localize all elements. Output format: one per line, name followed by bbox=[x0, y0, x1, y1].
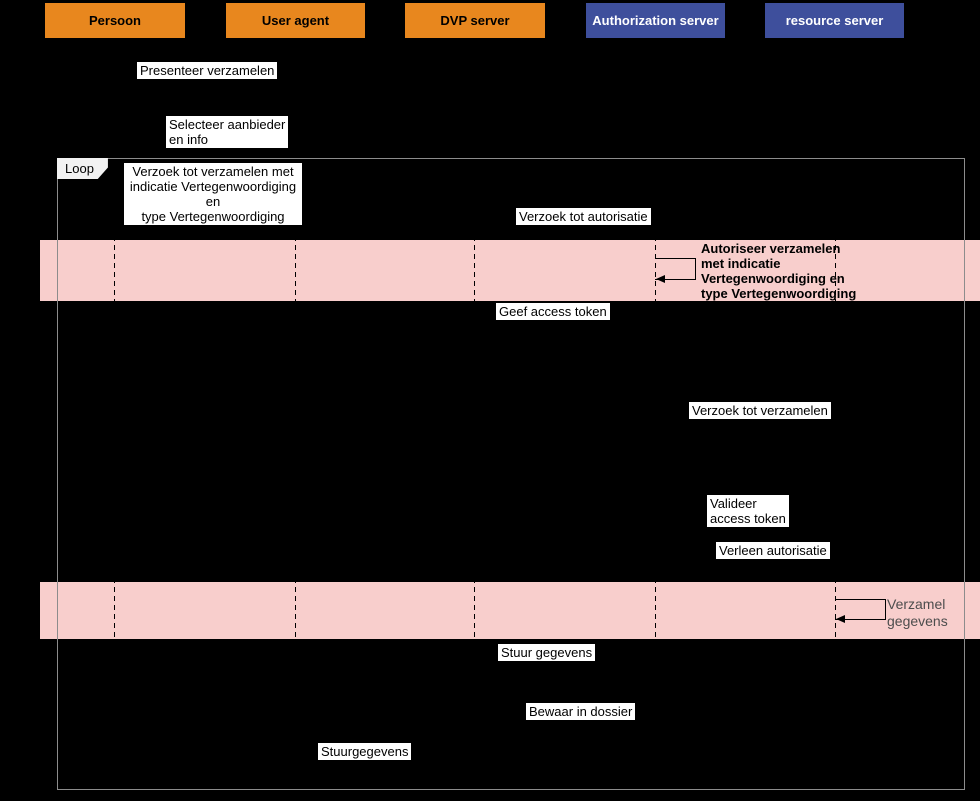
loop-fragment-label: Loop bbox=[57, 158, 108, 179]
actor-persoon: Persoon bbox=[45, 3, 185, 38]
message-autoriseer-verzamelen: Autoriseer verzamelen met indicatie Vert… bbox=[701, 241, 857, 301]
loop-fragment-frame bbox=[57, 158, 965, 790]
self-arrow-authorize bbox=[655, 258, 696, 280]
arrowhead-authorize-icon bbox=[656, 275, 665, 283]
message-geef-access-token: Geef access token bbox=[496, 303, 610, 320]
message-presenteer-verzamelen: Presenteer verzamelen bbox=[137, 62, 278, 79]
lifeline-resource-server bbox=[835, 38, 836, 790]
message-stuur-gegevens: Stuur gegevens bbox=[498, 644, 596, 661]
message-valideer-access-token: Valideer access token bbox=[707, 495, 789, 527]
message-stuurgegevens: Stuurgegevens bbox=[318, 743, 412, 760]
message-bewaar-in-dossier: Bewaar in dossier bbox=[526, 703, 636, 720]
actor-resource-server: resource server bbox=[765, 3, 904, 38]
message-verleen-autorisatie: Verleen autorisatie bbox=[716, 542, 830, 559]
lifeline-dvp-server bbox=[474, 38, 475, 790]
message-verzoek-tot-autorisatie: Verzoek tot autorisatie bbox=[516, 208, 651, 225]
lifeline-persoon bbox=[114, 38, 115, 790]
lifeline-user-agent bbox=[295, 38, 296, 790]
self-arrow-collect bbox=[835, 599, 886, 620]
lifeline-authorization-server bbox=[655, 38, 656, 790]
message-verzoek-tot-verzamelen: Verzoek tot verzamelen bbox=[689, 402, 831, 419]
arrowhead-collect-icon bbox=[836, 615, 845, 623]
actor-authorization-server: Authorization server bbox=[586, 3, 725, 38]
highlight-band-collect bbox=[40, 582, 980, 639]
message-verzoek-tot-verzamelen-met-indicatie: Verzoek tot verzamelen met indicatie Ver… bbox=[124, 163, 302, 225]
highlight-band-authorize bbox=[40, 240, 980, 301]
message-selecteer-aanbieder: Selecteer aanbieder en info bbox=[166, 116, 289, 148]
actor-dvp-server: DVP server bbox=[405, 3, 545, 38]
actor-user-agent: User agent bbox=[226, 3, 365, 38]
message-verzamel-gegevens: Verzamel gegevens bbox=[887, 596, 948, 629]
